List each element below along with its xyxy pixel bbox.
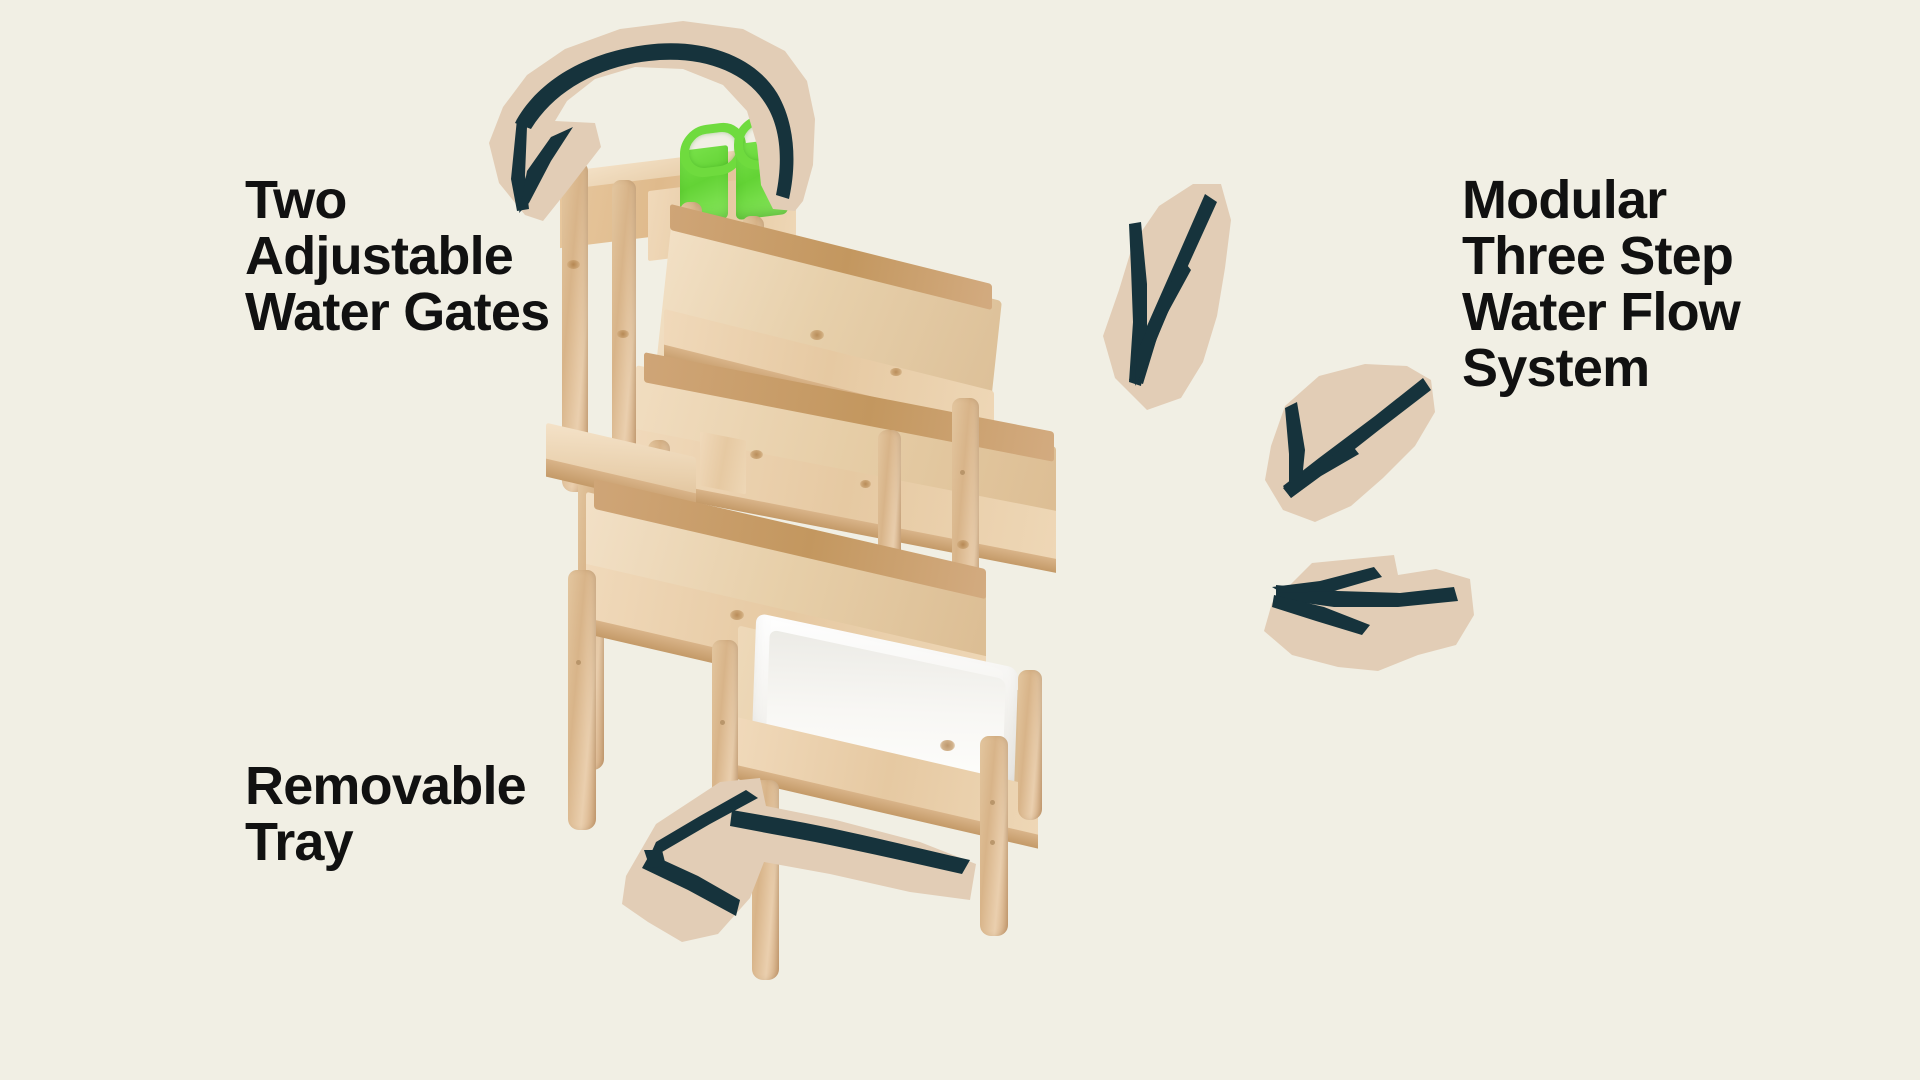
gate-handle-right-icon <box>734 109 808 173</box>
middle-divider-block <box>700 431 746 495</box>
tray-leg-front-left <box>752 780 779 980</box>
lower-tier-leg-center <box>712 640 738 840</box>
tray-leg-back-right <box>1018 670 1042 820</box>
callout-modular-three-step-water-flow-system: Modular Three Step Water Flow System <box>1462 170 1741 399</box>
tray-leg-front-right <box>980 736 1008 936</box>
product-image-wooden-water-play-table <box>546 109 1390 1020</box>
callout-two-adjustable-water-gates: Two Adjustable Water Gates <box>245 170 550 343</box>
middle-tier-leg-right-back <box>878 430 901 580</box>
lower-tier-leg-left <box>568 570 596 830</box>
callout-removable-tray: Removable Tray <box>245 756 527 873</box>
